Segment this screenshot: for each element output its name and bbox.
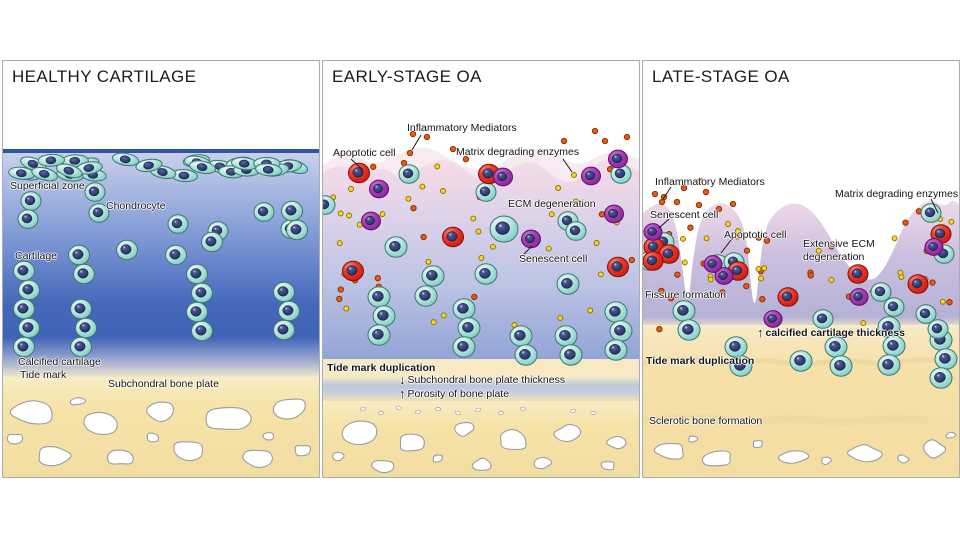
label-inflammatory-mediators: Inflammatory Mediators <box>407 122 517 134</box>
label-sclerotic-bone-formation: Sclerotic bone formation <box>649 415 763 427</box>
label-chondrocyte: Chondrocyte <box>106 200 166 212</box>
label-fissure-formation: Fissure formation <box>645 289 727 301</box>
panel-late-stage-oa: LATE-STAGE OA Inflammatory Mediators Sen… <box>642 60 960 478</box>
panel-title: HEALTHY CARTILAGE <box>12 67 197 86</box>
healthy-cartilage-illustration <box>3 61 319 477</box>
up-arrow-icon: ↑ <box>757 325 764 340</box>
early-stage-oa-illustration <box>323 61 639 477</box>
label-tide-mark-duplication: Tide mark duplication <box>327 362 436 374</box>
label-senescent-cell: Senescent cell <box>650 209 719 221</box>
panel-title: LATE-STAGE OA <box>652 67 790 86</box>
late-stage-oa-illustration <box>643 61 959 477</box>
label-cartilage: Cartilage <box>15 250 58 262</box>
label-superficial-zone: Superficial zone <box>10 180 85 192</box>
label-subchondral-bone-plate: Subchondral bone plate <box>108 378 219 390</box>
down-arrow-icon: ↓ <box>399 372 406 387</box>
label-matrix-degrading-enzymes: Matrix degrading enzymes <box>835 188 959 200</box>
label-apoptotic-cell: Apoptotic cell <box>333 147 396 159</box>
label-subchondral-bone-plate-thickness: ↓Subchondral bone plate thickness <box>399 372 566 387</box>
label-tide-mark: Tide mark <box>20 369 67 381</box>
label-ecm-degeneration: ECM degeneration <box>508 198 596 210</box>
label-calcified-cartilage-thickness: ↑calcified cartilage thickness <box>757 325 905 340</box>
label-tide-mark-duplication: Tide mark duplication <box>646 355 755 367</box>
label-inflammatory-mediators: Inflammatory Mediators <box>655 176 765 188</box>
label-porosity-of-bone-plate: ↑Porosity of bone plate <box>399 386 510 401</box>
panel-early-stage-oa: EARLY-STAGE OA Inflammatory Mediators Ap… <box>322 60 640 478</box>
label-extensive-ecm-degeneration: Extensive ECM degeneration <box>803 238 875 263</box>
panel-title: EARLY-STAGE OA <box>332 67 482 86</box>
label-matrix-degrading-enzymes: Matrix degrading enzymes <box>456 146 580 158</box>
up-arrow-icon: ↑ <box>399 386 406 401</box>
label-calcified-cartilage: Calcified cartilage <box>18 356 101 368</box>
label-senescent-cell: Senescent cell <box>519 253 588 265</box>
panel-healthy-cartilage: HEALTHY CARTILAGE Superficial zone Chond… <box>2 60 320 478</box>
label-apoptotic-cell: Apoptotic cell <box>724 229 787 241</box>
